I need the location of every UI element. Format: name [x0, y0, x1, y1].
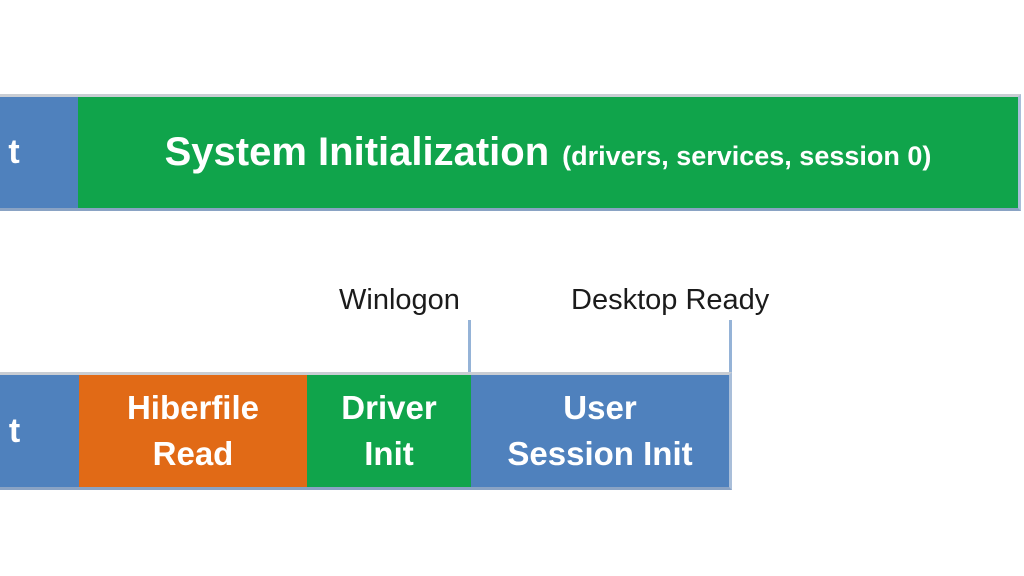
hiberfile-read-label-line1: Hiberfile [126, 389, 260, 426]
driver-init-label-line2: Init [364, 435, 414, 472]
hiberfile-read-label-line2: Read [152, 435, 234, 472]
system-initialization-bar: System Initialization (drivers, services… [78, 94, 1021, 211]
boot-phase-bar-truncated-top: t [0, 94, 78, 211]
driver-init-label-line1: Driver [341, 389, 437, 426]
system-initialization-sublabel: (drivers, services, session 0) [562, 141, 932, 171]
system-initialization-label: System Initialization [164, 130, 550, 174]
system-initialization-label-line: System Initialization (drivers, services… [165, 130, 932, 175]
winlogon-tick-line [468, 320, 471, 373]
desktop-ready-tick-line [729, 320, 732, 373]
user-session-init-label-line1: User [563, 389, 637, 426]
winlogon-milestone-label: Winlogon [339, 284, 460, 316]
resume-phase-truncated-label: t [8, 412, 21, 450]
resume-phase-bar-truncated: t [0, 372, 79, 490]
boot-phase-truncated-label: t [8, 133, 20, 171]
user-session-init-bar: User Session Init [471, 372, 732, 490]
driver-init-bar: Driver Init [307, 372, 471, 490]
desktop-ready-milestone-label: Desktop Ready [571, 284, 770, 316]
hiberfile-read-bar: Hiberfile Read [79, 372, 307, 490]
user-session-init-label-line2: Session Init [507, 435, 693, 472]
